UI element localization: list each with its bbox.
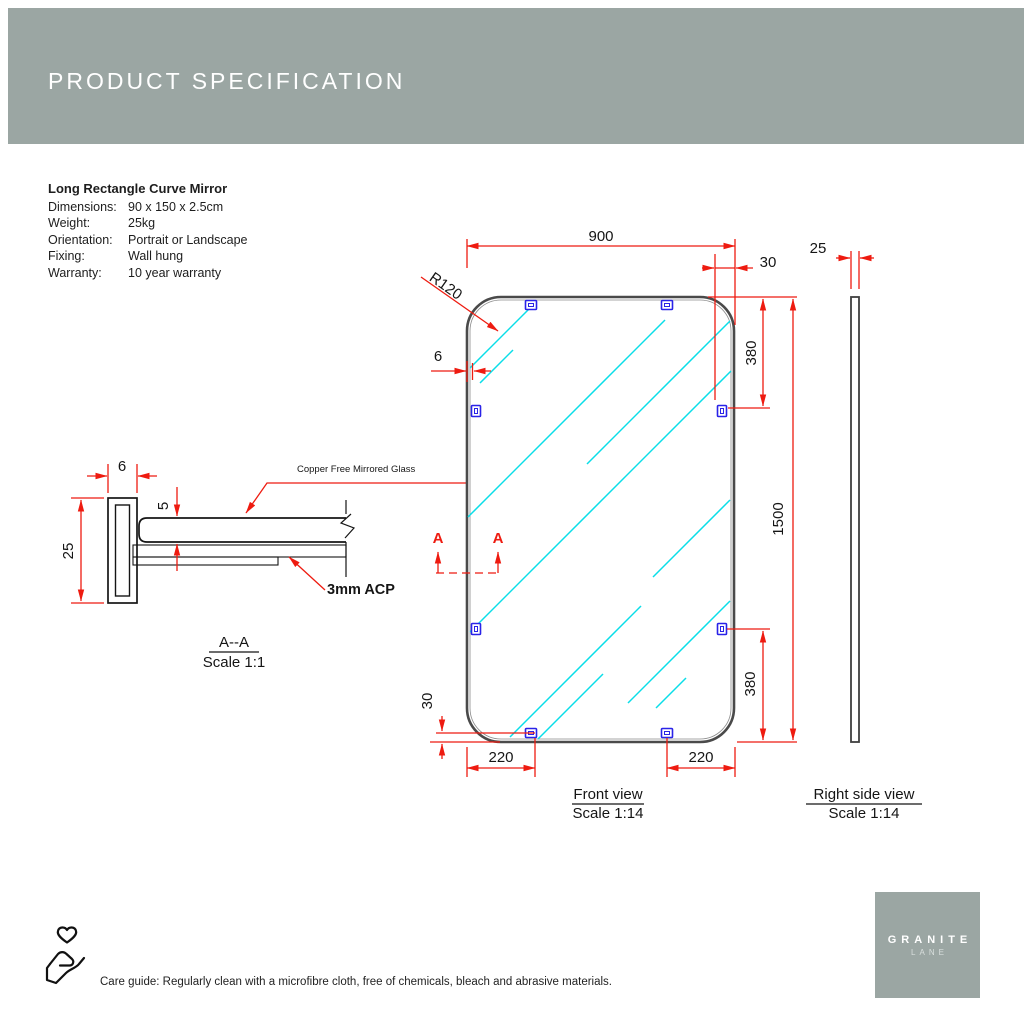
acp-leader [288,556,326,591]
dim-height-1500: 1500 [737,298,797,743]
spec-row: Warranty: 10 year warranty [48,265,248,282]
brand-name: GRANITE [887,934,973,946]
dim-top-offset-30: 30 [702,254,776,400]
section-title: A--A [219,634,249,651]
fixing-clip-icon [524,299,538,311]
front-view-title: Front view [573,786,642,803]
acp-layer [132,544,347,558]
fixing-clip-icon [716,622,728,636]
spec-value: Wall hung [128,249,184,263]
dim-frame-depth: 6 [87,458,157,493]
svg-text:A: A [433,530,444,547]
fixing-clip-icon [660,299,674,311]
right-side-view: 25 Right side view Scale 1:14 [806,240,922,822]
svg-text:6: 6 [434,348,442,365]
fixing-clips [470,299,728,739]
spec-value: 25kg [128,216,156,230]
dim-frame-width-6: 6 [431,348,491,382]
mirror-inner-line [469,299,732,740]
spec-label: Dimensions: [48,199,117,214]
svg-text:220: 220 [488,749,513,766]
section-view: 6 25 5 Copper Free Mirrored Glass [60,458,522,671]
spec-value: 90 x 150 x 2.5cm [128,199,224,214]
side-view-title: Right side view [814,786,915,803]
side-profile [850,296,860,743]
page-title: PRODUCT SPECIFICATION [48,68,406,94]
glass-leader [245,479,522,514]
fixing-clip-icon [470,404,482,418]
fixing-clip-icon [660,727,674,739]
svg-text:380: 380 [742,671,759,696]
dim-bottom-offset-30: 30 [419,693,535,759]
svg-text:900: 900 [588,228,613,245]
spec-label: Fixing: [48,249,85,263]
glass-callout: Copper Free Mirrored Glass [245,464,522,514]
svg-text:6: 6 [118,458,126,475]
glass-label: Copper Free Mirrored Glass [297,464,416,475]
spec-value: 10 year warranty [128,265,222,280]
care-guide-text: Care guide: Regularly clean with a micro… [100,976,612,988]
brand-logo: GRANITE LANE [875,892,980,998]
spec-row: Dimensions: 90 x 150 x 2.5cm [48,199,248,216]
svg-text:5: 5 [155,502,172,510]
dim-thickness-25: 25 [810,240,874,289]
frame-cavity [114,504,131,597]
section-cut-marker: A A [433,530,504,574]
spec-row: Fixing: Wall hung [48,248,248,265]
svg-text:380: 380 [743,340,760,365]
svg-text:30: 30 [419,693,436,710]
acp-label: 3mm ACP [327,582,395,598]
hand-heart-icon [45,926,86,985]
glass-layer [138,517,346,543]
dim-fixing-bottom-380: 380 [727,628,770,741]
spec-row: Orientation: Portrait or Landscape [48,232,248,249]
svg-text:R120: R120 [426,269,465,303]
reflection-lines [467,302,732,740]
svg-text:220: 220 [688,749,713,766]
spec-row: Weight: 25kg [48,215,248,232]
product-name: Long Rectangle Curve Mirror [48,181,228,196]
dim-profile-height: 25 [60,497,104,604]
fixing-clip-icon [470,622,482,636]
product-details: Long Rectangle Curve Mirror Dimensions: 9… [48,181,248,281]
fixing-clip-icon [716,404,728,418]
front-view: 900 30 R120 6 [419,228,797,822]
dim-glass-thickness: 5 [155,487,181,571]
svg-text:25: 25 [810,240,827,257]
dim-width-900: 900 [466,228,736,325]
dim-fixing-right-220: 220 [666,738,736,777]
dim-fixing-top-380: 380 [708,296,797,409]
svg-text:1500: 1500 [770,502,787,535]
break-zigzag [339,513,356,539]
front-view-scale: Scale 1:14 [573,805,644,822]
header-band: PRODUCT SPECIFICATION [8,8,1024,144]
dim-fixing-left-220: 220 [466,738,536,777]
spec-label: Warranty: [48,265,102,280]
spec-label: Weight: [48,216,91,230]
spec-value: Portrait or Landscape [128,232,248,247]
section-scale: Scale 1:1 [203,654,266,671]
frame-profile [107,497,138,604]
side-view-scale: Scale 1:14 [829,805,900,822]
bracket-layer [132,556,279,566]
svg-text:30: 30 [760,254,777,271]
svg-text:25: 25 [60,543,77,560]
svg-text:A: A [493,530,504,547]
brand-subname: LANE [911,948,948,957]
spec-label: Orientation: [48,232,113,247]
acp-callout: 3mm ACP [288,556,395,598]
mirror-outline [465,295,736,744]
